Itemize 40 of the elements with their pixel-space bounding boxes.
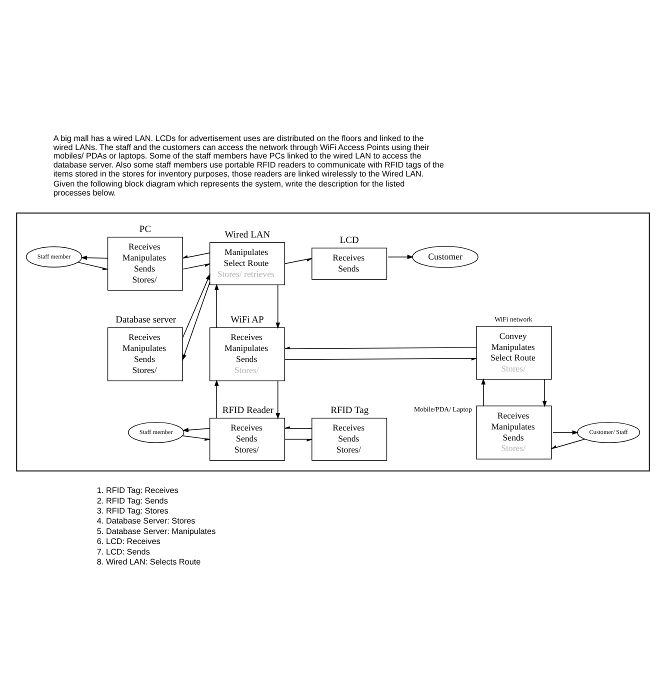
arrow bbox=[214, 379, 219, 418]
arrow bbox=[284, 438, 312, 441]
node-label: RFID Reader bbox=[222, 405, 274, 416]
arrow bbox=[182, 427, 210, 432]
node-box: Receives Manipulates Sends Stores/ bbox=[107, 326, 183, 381]
node-label: PC bbox=[139, 224, 152, 234]
node-label: Wired LAN bbox=[224, 230, 270, 240]
arrow bbox=[284, 426, 312, 428]
arrow bbox=[182, 273, 210, 338]
node-label: RFID Tag bbox=[330, 405, 369, 416]
arrow bbox=[551, 438, 586, 449]
node-label: WiFi AP bbox=[230, 314, 264, 325]
node-label: LCD bbox=[340, 235, 359, 246]
arrow bbox=[182, 281, 210, 360]
arrow bbox=[481, 378, 486, 406]
arrow bbox=[388, 254, 414, 259]
node-box: Receives Manipulates Sends Stores/ bbox=[107, 236, 183, 290]
arrow bbox=[182, 252, 210, 258]
arrow bbox=[80, 255, 108, 260]
node-box: Receives Manipulates Sends Stores/ bbox=[476, 405, 552, 459]
node-box: Convey Manipulates Select Route Stores/ bbox=[476, 326, 552, 380]
arrow bbox=[552, 430, 579, 434]
arrow bbox=[542, 378, 547, 407]
node-box: Receives Sends Stores/ bbox=[210, 417, 286, 460]
node-ellipse: Customer bbox=[412, 245, 478, 268]
arrow bbox=[276, 380, 280, 419]
node-box: Receives Manipulates Sends Stores/ bbox=[210, 326, 286, 381]
arrow bbox=[77, 261, 108, 270]
arrow bbox=[182, 262, 210, 270]
arrow bbox=[214, 283, 219, 328]
arrow bbox=[284, 346, 477, 349]
node-label: Database server bbox=[116, 314, 176, 325]
arrow bbox=[276, 284, 280, 328]
node-box: Manipulates Select Route Stores/ retrieves bbox=[210, 242, 286, 285]
node-box: Receives Sends Stores/ bbox=[312, 417, 388, 460]
arrow bbox=[284, 257, 312, 264]
cluster bbox=[16, 212, 650, 471]
arrow bbox=[284, 357, 477, 360]
node-box: Receives Sends bbox=[312, 247, 388, 280]
arrow bbox=[182, 434, 210, 440]
